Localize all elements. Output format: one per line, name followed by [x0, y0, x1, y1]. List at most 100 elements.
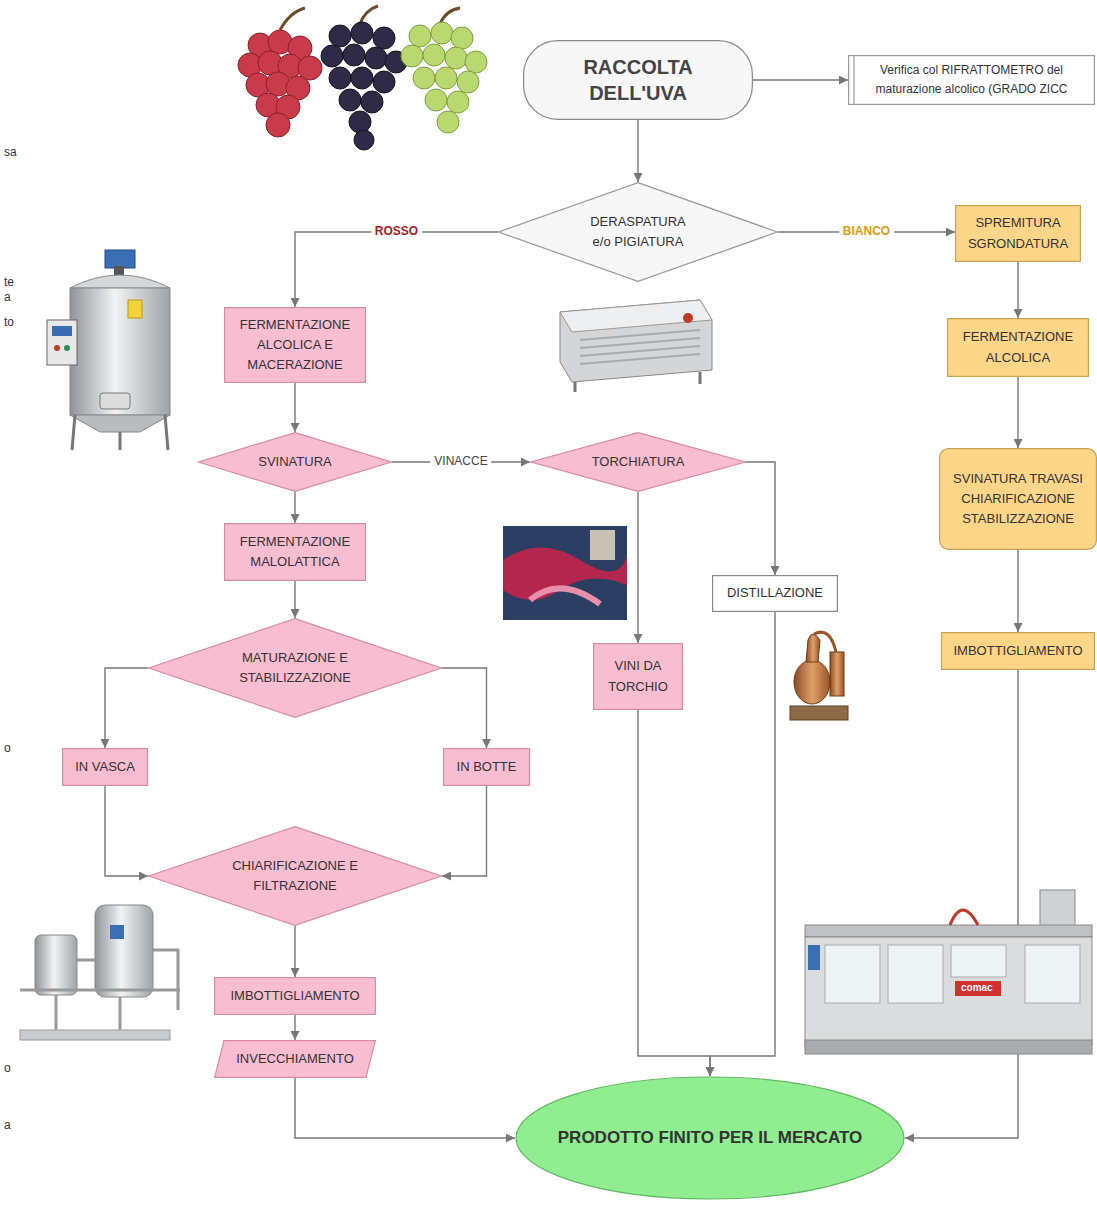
node-outline	[849, 56, 1095, 105]
grapes-photo	[238, 6, 487, 150]
node-text: IN BOTTE	[449, 757, 524, 777]
node-outline	[149, 827, 442, 926]
grapes-photo-part-part	[321, 45, 343, 67]
process-box: IMBOTTIGLIAMENTO	[941, 632, 1095, 670]
tank-illustration-part	[52, 326, 72, 336]
flow-arrow	[294, 581, 295, 618]
edge-label: VINACCE	[430, 454, 491, 470]
tank-illustration-part	[70, 288, 170, 415]
cropped-note-text: a	[4, 1118, 11, 1132]
flow-arrow	[710, 612, 775, 1076]
node-outline	[149, 619, 442, 718]
flow-arrow	[294, 926, 295, 977]
bottling-machine-illustration-part	[1025, 945, 1080, 1003]
decision-diamond: DERASPATURA e/o PIGIATURA	[498, 182, 778, 282]
cropped-note-text: o	[4, 741, 11, 755]
node-outline	[148, 618, 442, 718]
process-box: SVINATURA TRAVASI CHIARIFICAZIONE STABIL…	[939, 448, 1097, 550]
node-outline	[848, 55, 1095, 105]
node-outline	[594, 644, 683, 710]
decision-diamond: TORCHIATURA	[530, 432, 746, 492]
bottling-machine-illustration-part	[805, 937, 1092, 1045]
grapes-photo-part-part	[329, 25, 351, 47]
destemmer-illustration-part	[560, 300, 712, 382]
destemmer-illustration	[560, 300, 712, 392]
grapes-photo-part-part	[354, 130, 374, 150]
flow-arrow	[637, 120, 638, 182]
node-outline	[63, 749, 148, 786]
destemmer-illustration-part	[580, 330, 700, 364]
tank-illustration-part	[105, 250, 135, 268]
tank-illustration-part	[100, 393, 130, 409]
node-outline	[148, 826, 442, 926]
node-text: SPREMITURA SGRONDATURA	[961, 213, 1075, 253]
flow-arrow	[295, 232, 498, 307]
flow-arrow	[1017, 377, 1018, 448]
process-box: VINI DA TORCHIO	[593, 643, 683, 710]
bottling-machine-illustration-part	[805, 1040, 1092, 1054]
still-illustration-part	[830, 652, 844, 696]
node-outline	[531, 433, 746, 492]
process-box: SPREMITURA SGRONDATURA	[955, 205, 1081, 262]
still-illustration-part	[806, 634, 820, 662]
flow-arrow	[294, 1015, 295, 1040]
bottling-machine-illustration-part	[805, 925, 1092, 937]
node-outline	[713, 576, 838, 612]
still-illustration-part	[794, 660, 830, 704]
grapes-photo-part-part	[266, 113, 290, 137]
cropped-note-text: a	[4, 290, 11, 304]
node-outline	[948, 319, 1089, 377]
flow-arrow	[637, 492, 638, 643]
process-box: Verifica col RIFRATTOMETRO del maturazio…	[848, 55, 1095, 105]
node-text: PRODOTTO FINITO PER IL MERCATO	[535, 1127, 886, 1149]
filtration-illustration-part	[35, 935, 77, 995]
grapes-photo-part-part	[435, 67, 457, 89]
node-text: RACCOLTA DELL'UVA	[563, 54, 713, 106]
flow-arrow	[1017, 262, 1018, 318]
press-photo	[503, 526, 627, 620]
node-outline	[947, 318, 1089, 377]
edge-label: ROSSO	[371, 224, 422, 240]
grapes-photo-part-part	[409, 25, 431, 47]
node-text: IN VASCA	[68, 757, 142, 777]
filtration-illustration-part	[95, 905, 153, 997]
node-outline	[498, 182, 778, 282]
grapes-photo-part-part	[329, 67, 351, 89]
process-box: IN BOTTE	[443, 748, 530, 786]
node-outline	[199, 433, 392, 492]
flow-arrow	[442, 786, 487, 876]
grapes-photo-part-part	[361, 91, 383, 113]
node-outline	[215, 978, 376, 1015]
process-box: RACCOLTA DELL'UVA	[523, 40, 753, 120]
bottling-machine-illustration-part	[888, 945, 943, 1003]
process-box: IMBOTTIGLIAMENTO	[214, 977, 376, 1015]
decision-diamond: MATURAZIONE E STABILIZZAZIONE	[148, 618, 442, 718]
node-outline	[955, 205, 1081, 262]
decision-diamond: SVINATURA	[198, 432, 392, 492]
node-text: TORCHIATURA	[578, 452, 699, 472]
still-illustration	[790, 632, 848, 720]
flow-arrow	[442, 668, 487, 748]
tank-illustration-part	[70, 275, 170, 288]
filtration-illustration-part	[20, 1030, 170, 1040]
process-box: FERMENTAZIONE MALOLATTICA	[224, 523, 366, 581]
node-outline	[224, 523, 366, 581]
bottling-machine-illustration-part	[825, 945, 880, 1003]
still-illustration-part	[790, 706, 848, 720]
filtration-illustration-part	[110, 925, 124, 939]
node-text: FERMENTAZIONE ALCOLICA E MACERAZIONE	[230, 315, 360, 375]
grapes-photo-part-part	[457, 71, 479, 93]
node-text: MATURAZIONE E STABILIZZAZIONE	[213, 648, 378, 688]
grapes-photo-part-part	[447, 91, 469, 113]
grapes-photo-part-part	[343, 44, 365, 66]
flow-arrow	[105, 786, 148, 876]
node-text: DERASPATURA e/o PIGIATURA	[581, 212, 696, 252]
destemmer-illustration-part	[560, 300, 712, 332]
press-photo-part	[503, 526, 627, 620]
grapes-photo-part-part	[423, 44, 445, 66]
grapes-photo-part-part	[425, 89, 447, 111]
tank-illustration-part	[70, 415, 170, 432]
process-box: INVECCHIAMENTO	[214, 1040, 376, 1078]
grapes-photo-part-part	[413, 67, 435, 89]
